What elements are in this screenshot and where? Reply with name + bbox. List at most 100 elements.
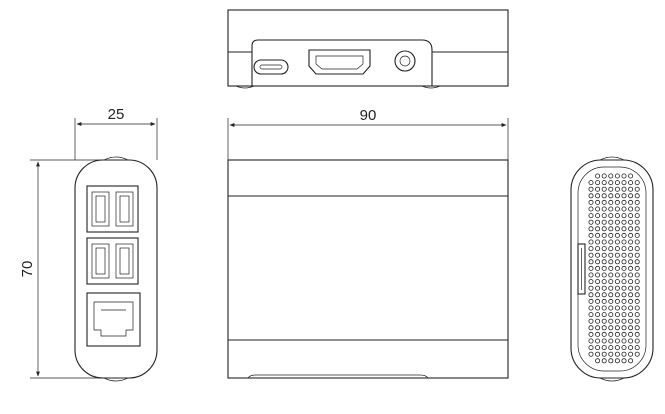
vent-hole bbox=[614, 292, 620, 298]
vent-hole bbox=[614, 226, 620, 232]
vent-hole bbox=[608, 331, 614, 337]
vent-hole bbox=[595, 199, 601, 205]
vent-hole bbox=[614, 312, 620, 318]
vent-hole bbox=[621, 219, 627, 225]
vent-hole bbox=[634, 338, 640, 344]
vent-hole bbox=[621, 351, 627, 357]
vent-hole bbox=[621, 298, 627, 304]
vent-hole bbox=[608, 285, 614, 291]
vent-hole bbox=[601, 331, 607, 337]
vent-hole bbox=[614, 219, 620, 225]
vent-hole bbox=[601, 338, 607, 344]
vent-hole bbox=[588, 318, 594, 324]
vent-hole bbox=[595, 285, 601, 291]
vent-hole bbox=[595, 331, 601, 337]
vent-hole bbox=[608, 279, 614, 285]
vent-hole bbox=[595, 265, 601, 271]
vent-hole bbox=[608, 272, 614, 278]
vent-hole bbox=[608, 265, 614, 271]
vent-hole bbox=[634, 345, 640, 351]
length-dimension: 90 bbox=[227, 107, 509, 160]
vent-hole bbox=[634, 272, 640, 278]
vent-hole bbox=[628, 272, 634, 278]
vent-hole bbox=[614, 325, 620, 331]
vent-hole bbox=[588, 193, 594, 199]
vent-hole bbox=[621, 279, 627, 285]
vent-hole bbox=[621, 318, 627, 324]
vent-hole bbox=[588, 226, 594, 232]
vent-hole bbox=[595, 338, 601, 344]
vent-hole bbox=[628, 219, 634, 225]
vent-hole bbox=[634, 259, 640, 265]
vent-hole bbox=[588, 265, 594, 271]
vent-hole bbox=[601, 265, 607, 271]
vent-hole bbox=[634, 193, 640, 199]
vent-hole bbox=[608, 318, 614, 324]
vent-hole bbox=[608, 292, 614, 298]
vent-hole bbox=[608, 173, 614, 179]
vent-hole bbox=[621, 226, 627, 232]
vent-hole bbox=[628, 358, 634, 364]
vent-hole bbox=[621, 180, 627, 186]
vent-hole bbox=[601, 345, 607, 351]
vent-hole bbox=[588, 186, 594, 192]
vent-hole bbox=[614, 279, 620, 285]
vent-hole bbox=[588, 213, 594, 219]
vent-hole bbox=[595, 193, 601, 199]
vent-hole bbox=[608, 358, 614, 364]
usb-port-pair-bottom-icon bbox=[86, 237, 139, 285]
vent-hole bbox=[614, 252, 620, 258]
vent-hole bbox=[628, 312, 634, 318]
left-side-view bbox=[74, 156, 158, 382]
vent-hole bbox=[614, 338, 620, 344]
vent-hole bbox=[588, 298, 594, 304]
vent-hole bbox=[588, 232, 594, 238]
vent-hole bbox=[608, 226, 614, 232]
vent-hole bbox=[634, 213, 640, 219]
vent-hole bbox=[595, 345, 601, 351]
vent-hole bbox=[621, 345, 627, 351]
vent-hole bbox=[601, 252, 607, 258]
vent-hole bbox=[601, 193, 607, 199]
vent-hole bbox=[628, 351, 634, 357]
vent-hole bbox=[588, 246, 594, 252]
vent-hole bbox=[588, 272, 594, 278]
vent-hole bbox=[608, 246, 614, 252]
ventilation-grille bbox=[588, 173, 640, 364]
vent-hole bbox=[588, 338, 594, 344]
vent-hole bbox=[588, 285, 594, 291]
vent-hole bbox=[614, 193, 620, 199]
vent-hole bbox=[595, 298, 601, 304]
vent-hole bbox=[634, 292, 640, 298]
vent-hole bbox=[595, 325, 601, 331]
vent-hole bbox=[628, 318, 634, 324]
vent-hole bbox=[614, 199, 620, 205]
vent-hole bbox=[628, 199, 634, 205]
top-view bbox=[227, 9, 509, 89]
vent-hole bbox=[595, 312, 601, 318]
vent-hole bbox=[621, 358, 627, 364]
vent-hole bbox=[634, 298, 640, 304]
vent-hole bbox=[588, 219, 594, 225]
vent-hole bbox=[628, 279, 634, 285]
vent-hole bbox=[608, 219, 614, 225]
vent-hole bbox=[621, 173, 627, 179]
vent-hole bbox=[595, 259, 601, 265]
vent-hole bbox=[634, 180, 640, 186]
height-label: 70 bbox=[19, 261, 36, 278]
vent-hole bbox=[634, 226, 640, 232]
vent-hole bbox=[628, 285, 634, 291]
vent-hole bbox=[595, 173, 601, 179]
vent-hole bbox=[634, 351, 640, 357]
vent-hole bbox=[628, 193, 634, 199]
vent-hole bbox=[634, 265, 640, 271]
vent-hole bbox=[614, 180, 620, 186]
vent-hole bbox=[588, 252, 594, 258]
width-label: 25 bbox=[108, 106, 125, 123]
vent-hole bbox=[595, 186, 601, 192]
hdmi-port-icon bbox=[308, 49, 371, 75]
vent-hole bbox=[634, 199, 640, 205]
vent-hole bbox=[614, 239, 620, 245]
vent-hole bbox=[621, 186, 627, 192]
